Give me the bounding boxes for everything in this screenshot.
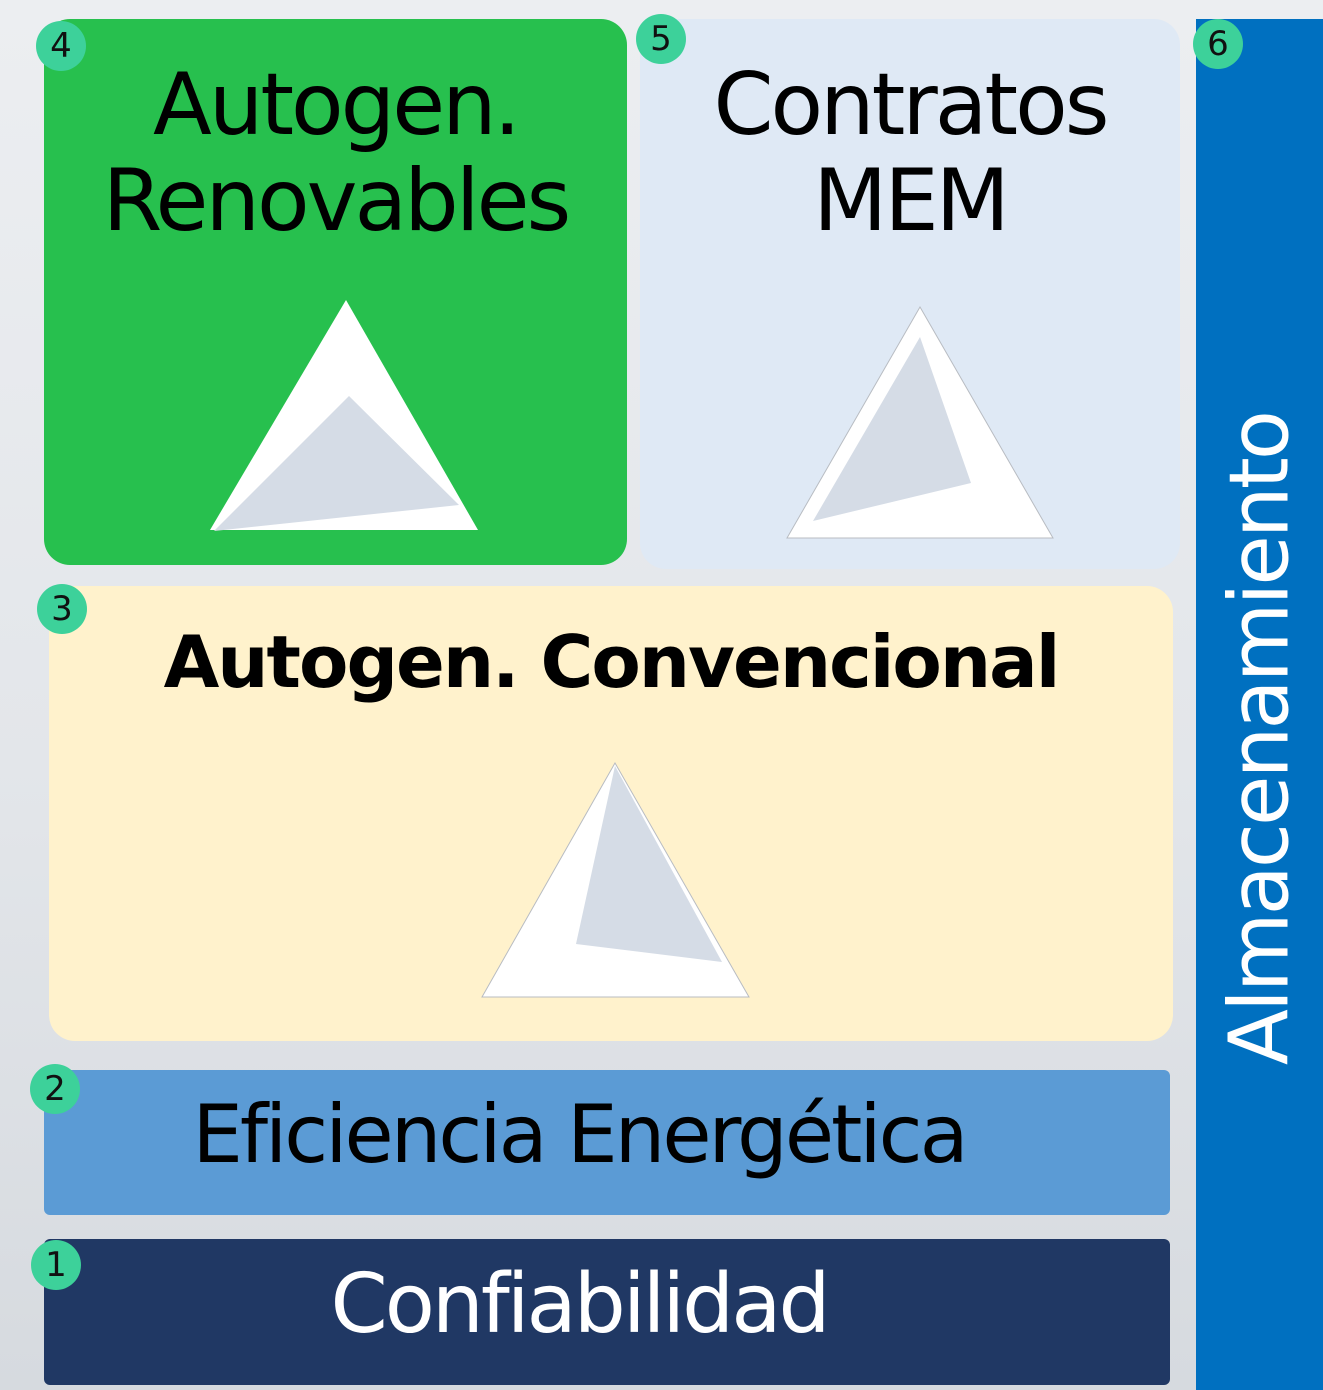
radar-triangle-icon (481, 761, 750, 998)
block-autogen-renovables: Autogen. Renovables (44, 19, 627, 565)
block-contratos-mem-title: Contratos MEM (640, 57, 1180, 250)
title-line-1: Contratos (713, 55, 1109, 155)
title-line-2: MEM (813, 151, 1010, 252)
badge-3: 3 (37, 584, 87, 634)
title-line-2: Renovables (102, 151, 572, 252)
block-eficiencia-energetica-title: Eficiencia Energética (192, 1088, 968, 1181)
block-confiabilidad: Confiabilidad (44, 1239, 1170, 1385)
badge-2: 2 (30, 1064, 80, 1114)
block-autogen-convencional-title: Autogen. Convencional (163, 620, 1061, 704)
title-line-1: Autogen. (152, 55, 521, 155)
badge-6: 6 (1193, 19, 1243, 69)
block-contratos-mem: Contratos MEM (640, 19, 1180, 569)
radar-triangle-icon (786, 305, 1054, 539)
block-almacenamiento: Almacenamiento (1196, 19, 1323, 1390)
badge-1: 1 (31, 1240, 81, 1290)
block-confiabilidad-title: Confiabilidad (330, 1257, 830, 1352)
badge-5: 5 (636, 14, 686, 64)
block-eficiencia-energetica: Eficiencia Energética (44, 1070, 1170, 1215)
block-autogen-convencional: Autogen. Convencional (49, 586, 1173, 1041)
badge-4: 4 (36, 21, 86, 71)
block-almacenamiento-title: Almacenamiento (1212, 412, 1308, 1066)
block-autogen-renovables-title: Autogen. Renovables (44, 57, 627, 250)
radar-triangle-icon (210, 300, 478, 531)
